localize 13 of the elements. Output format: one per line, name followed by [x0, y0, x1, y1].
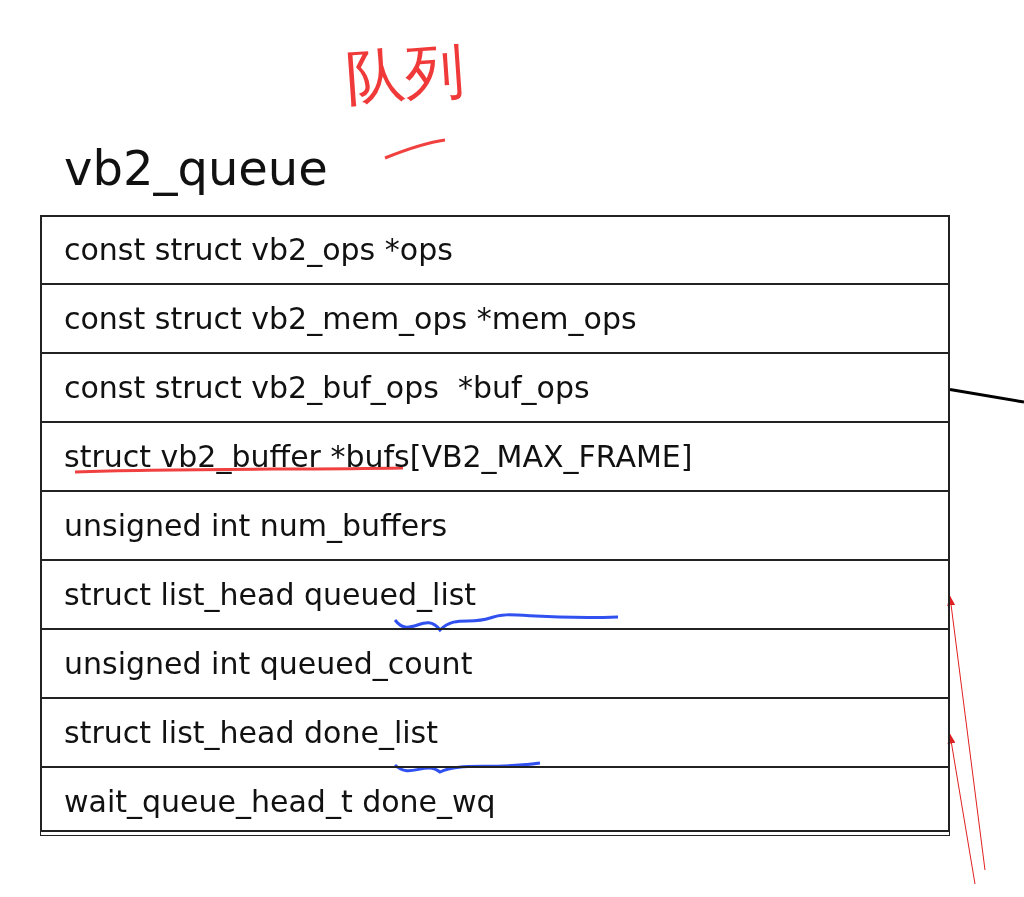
- field-row: struct list_head done_list: [40, 698, 950, 767]
- field-row: struct list_head queued_list: [40, 560, 950, 629]
- field-row: wait_queue_head_t done_wq: [40, 767, 950, 836]
- field-row: const struct vb2_mem_ops *mem_ops: [40, 284, 950, 353]
- arrow: [947, 733, 976, 885]
- field-row: unsigned int queued_count: [40, 629, 950, 698]
- connector-line: [949, 388, 1024, 404]
- arrow: [947, 595, 986, 871]
- field-row: struct vb2_buffer *bufs[VB2_MAX_FRAME]: [40, 422, 950, 491]
- field-row: unsigned int num_buffers: [40, 491, 950, 560]
- field-row: const struct vb2_buf_ops *buf_ops: [40, 353, 950, 422]
- struct-name: vb2_queue: [64, 140, 328, 196]
- handwritten-note: 队列: [342, 33, 468, 116]
